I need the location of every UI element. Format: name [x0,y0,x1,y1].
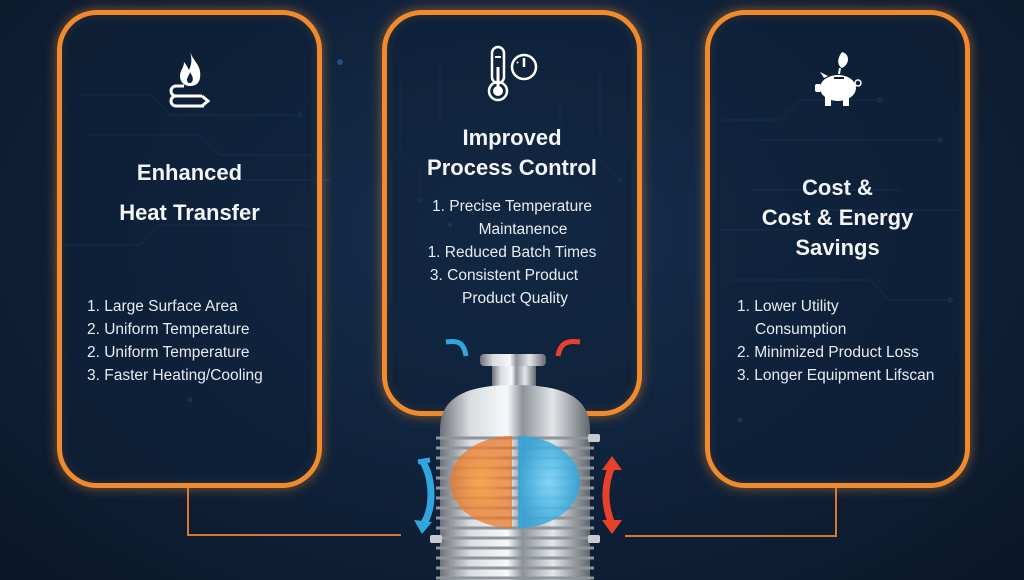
thermometer-gauge-icon [487,45,538,102]
card-title-line: Savings [795,235,880,260]
cold-zone [518,436,580,528]
list-item: 3. Consistent Product [429,267,579,284]
list-item: 2. Uniform Temperature [87,321,250,338]
list-item: 2. Minimized Product Loss [737,344,919,361]
list-item: 3. Faster Heating/Cooling [87,367,263,384]
card-title-line: Cost & [802,175,873,200]
piggy-bank-leaf-icon [814,52,862,106]
card-title-line: Heat Transfer [119,200,260,225]
benefit-card-heat-transfer: Enhanced Heat Transfer 1. Large Surface … [57,10,322,488]
list-item: Consumption [755,321,847,338]
benefit-card-cost-savings: Cost & Cost & Energy Savings 1. Lower Ut… [705,10,970,488]
connector-right-vertical [835,487,837,537]
list-item: 1. Lower Utility [737,298,839,315]
jacketed-vessel-illustration [414,339,622,580]
list-item: 1. Large Surface Area [87,298,238,315]
benefit-card-process-control: Improved Process Control 1. Precise Temp… [382,10,642,416]
list-item: 3. Longer Equipment Lifscan [737,367,935,384]
card-title-line: Enhanced [136,160,243,185]
connector-left-horizontal [187,534,401,536]
list-item: Product Quality [462,290,568,307]
list-item: Maintanence [478,221,568,238]
connector-right-horizontal [625,535,837,537]
card-title-line: Process Control [427,155,597,180]
list-item: 1. Precise Temperature [432,198,592,215]
card-title-line: Improved [462,125,562,150]
connector-left-vertical [187,488,189,536]
flame-heat-transfer-icon [169,52,210,108]
list-item: 1. Reduced Batch Times [427,244,597,261]
hot-zone [450,436,512,528]
list-item: 2. Uniform Temperature [87,344,250,361]
card-title-line: Cost & Energy [761,205,914,230]
